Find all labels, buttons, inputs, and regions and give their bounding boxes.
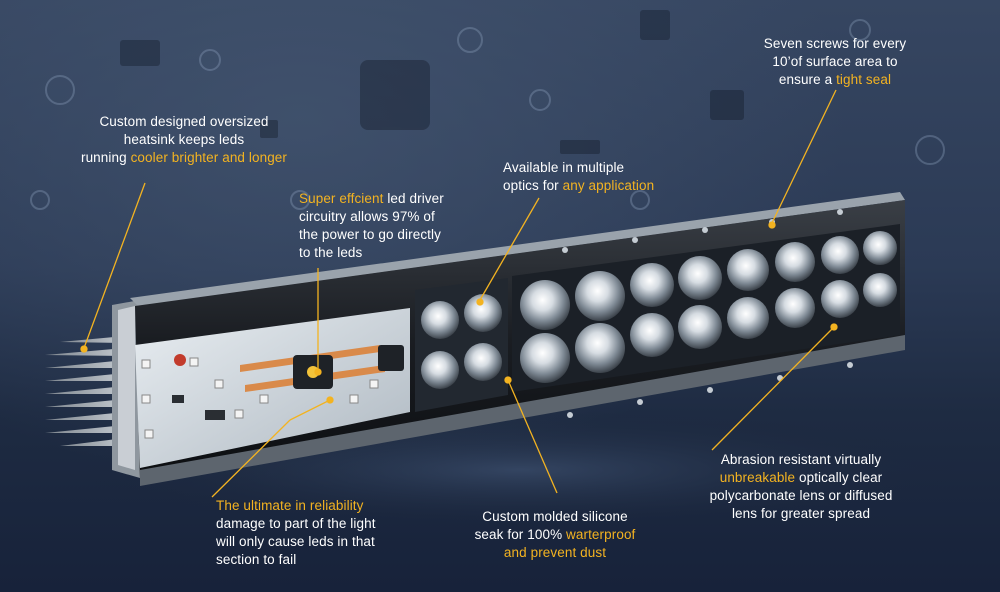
callout-heatsink: Custom designed oversized heatsink keeps … xyxy=(60,113,308,167)
callout-line: the power to go directly xyxy=(299,226,469,244)
callout-line: circuitry allows 97% of xyxy=(299,208,469,226)
optics-module-small xyxy=(415,278,508,412)
callout-text: ensure a xyxy=(778,72,837,87)
callout-text: Abrasion resistant virtually xyxy=(720,452,882,467)
callout-line: heatsink keeps leds xyxy=(60,131,308,149)
highlight-text: and prevent dust xyxy=(503,545,607,560)
callout-silicone: Custom molded silicone seak for 100% wart… xyxy=(460,508,650,562)
callout-line: Seven screws for every xyxy=(740,35,930,53)
callout-optics: Available in multiple optics for any appl… xyxy=(503,159,678,195)
housing-screws xyxy=(562,209,853,418)
callout-screws: Seven screws for every 10’of surface area… xyxy=(740,35,930,89)
callout-line: damage to part of the light xyxy=(216,515,416,533)
callout-text: section to fail xyxy=(216,552,297,567)
callout-line: Custom molded silicone xyxy=(460,508,650,526)
callout-text: Custom designed oversized xyxy=(99,114,269,129)
callout-line: ensure a tight seal xyxy=(740,71,930,89)
highlight-text: Super effcient xyxy=(299,191,384,206)
callout-text: Seven screws for every xyxy=(763,36,907,51)
highlight-text: warterproof xyxy=(566,527,636,542)
callout-line: unbreakable optically clear xyxy=(695,469,907,487)
callout-line: Super effcient led driver xyxy=(299,190,469,208)
callout-line: running cooler brighter and longer xyxy=(60,149,308,167)
leader-lines xyxy=(80,89,838,498)
background-pattern xyxy=(30,10,945,210)
pcb-components xyxy=(141,357,379,439)
callout-text: will only cause leds in that xyxy=(216,534,375,549)
highlight-text: unbreakable xyxy=(719,470,796,485)
callout-text: optically clear xyxy=(795,470,883,485)
callout-text: to the leds xyxy=(299,245,363,260)
callout-text: running xyxy=(80,150,131,165)
highlight-text: The ultimate in reliability xyxy=(216,498,364,513)
callout-line: to the leds xyxy=(299,244,469,262)
callout-text: seak for 100% xyxy=(474,527,567,542)
housing-top-lip xyxy=(130,192,905,306)
callout-text: Available in multiple xyxy=(503,160,625,175)
callout-line: will only cause leds in that xyxy=(216,533,416,551)
callout-text: 10’of surface area to xyxy=(772,54,898,69)
callout-line: The ultimate in reliability xyxy=(216,497,416,515)
callout-line: Available in multiple xyxy=(503,159,678,177)
highlight-text: tight seal xyxy=(836,72,892,87)
callout-text: polycarbonate lens or diffused xyxy=(709,488,893,503)
callout-line: Custom designed oversized xyxy=(60,113,308,131)
callout-line: 10’of surface area to xyxy=(740,53,930,71)
callout-text: optics for xyxy=(503,178,563,193)
highlight-text: cooler brighter and longer xyxy=(130,150,288,165)
heatsink-fins xyxy=(45,336,125,446)
callout-text: damage to part of the light xyxy=(216,516,376,531)
callout-line: seak for 100% warterproof xyxy=(460,526,650,544)
polycarbonate-lens-array xyxy=(512,224,900,392)
callout-text: heatsink keeps leds xyxy=(123,132,245,147)
callout-reliability: The ultimate in reliability damage to par… xyxy=(216,497,416,569)
callout-text: circuitry allows 97% of xyxy=(299,209,435,224)
callout-line: and prevent dust xyxy=(460,544,650,562)
callout-line: optics for any application xyxy=(503,177,678,195)
highlight-text: any application xyxy=(562,178,655,193)
callout-line: polycarbonate lens or diffused xyxy=(695,487,907,505)
callout-text: led driver xyxy=(383,191,444,206)
callout-line: Abrasion resistant virtually xyxy=(695,451,907,469)
callout-text: the power to go directly xyxy=(299,227,441,242)
callout-lens: Abrasion resistant virtually unbreakable … xyxy=(695,451,907,523)
callout-text: lens for greater spread xyxy=(731,506,871,521)
callout-line: section to fail xyxy=(216,551,416,569)
callout-text: Custom molded silicone xyxy=(482,509,628,524)
callout-line: lens for greater spread xyxy=(695,505,907,523)
